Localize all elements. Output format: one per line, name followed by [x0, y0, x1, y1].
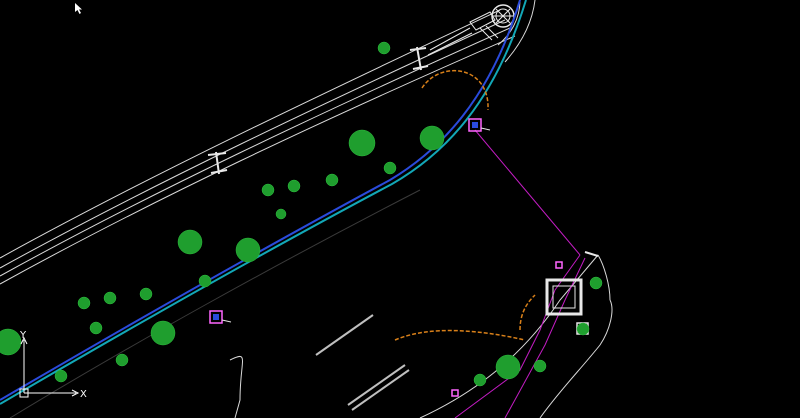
road-section-marker-1 [207, 151, 228, 175]
pump-house-structure [451, 251, 599, 397]
tree-symbols [0, 41, 603, 387]
ucs-y-label: Y [19, 330, 27, 341]
pipeline-path [454, 129, 586, 418]
ucs-axis-icon [19, 336, 80, 398]
wheel-structure [427, 4, 515, 56]
valve-block-lower [209, 310, 232, 324]
road-stripes [315, 314, 410, 411]
ucs-x-label: X [80, 389, 87, 400]
canal-lines [0, 0, 527, 418]
road-section-marker-2 [409, 46, 429, 71]
valve-block-upper [468, 118, 491, 132]
crosshair-cursor-icon [75, 3, 82, 14]
road-lines [0, 0, 536, 285]
dimension-arcs [394, 69, 536, 341]
